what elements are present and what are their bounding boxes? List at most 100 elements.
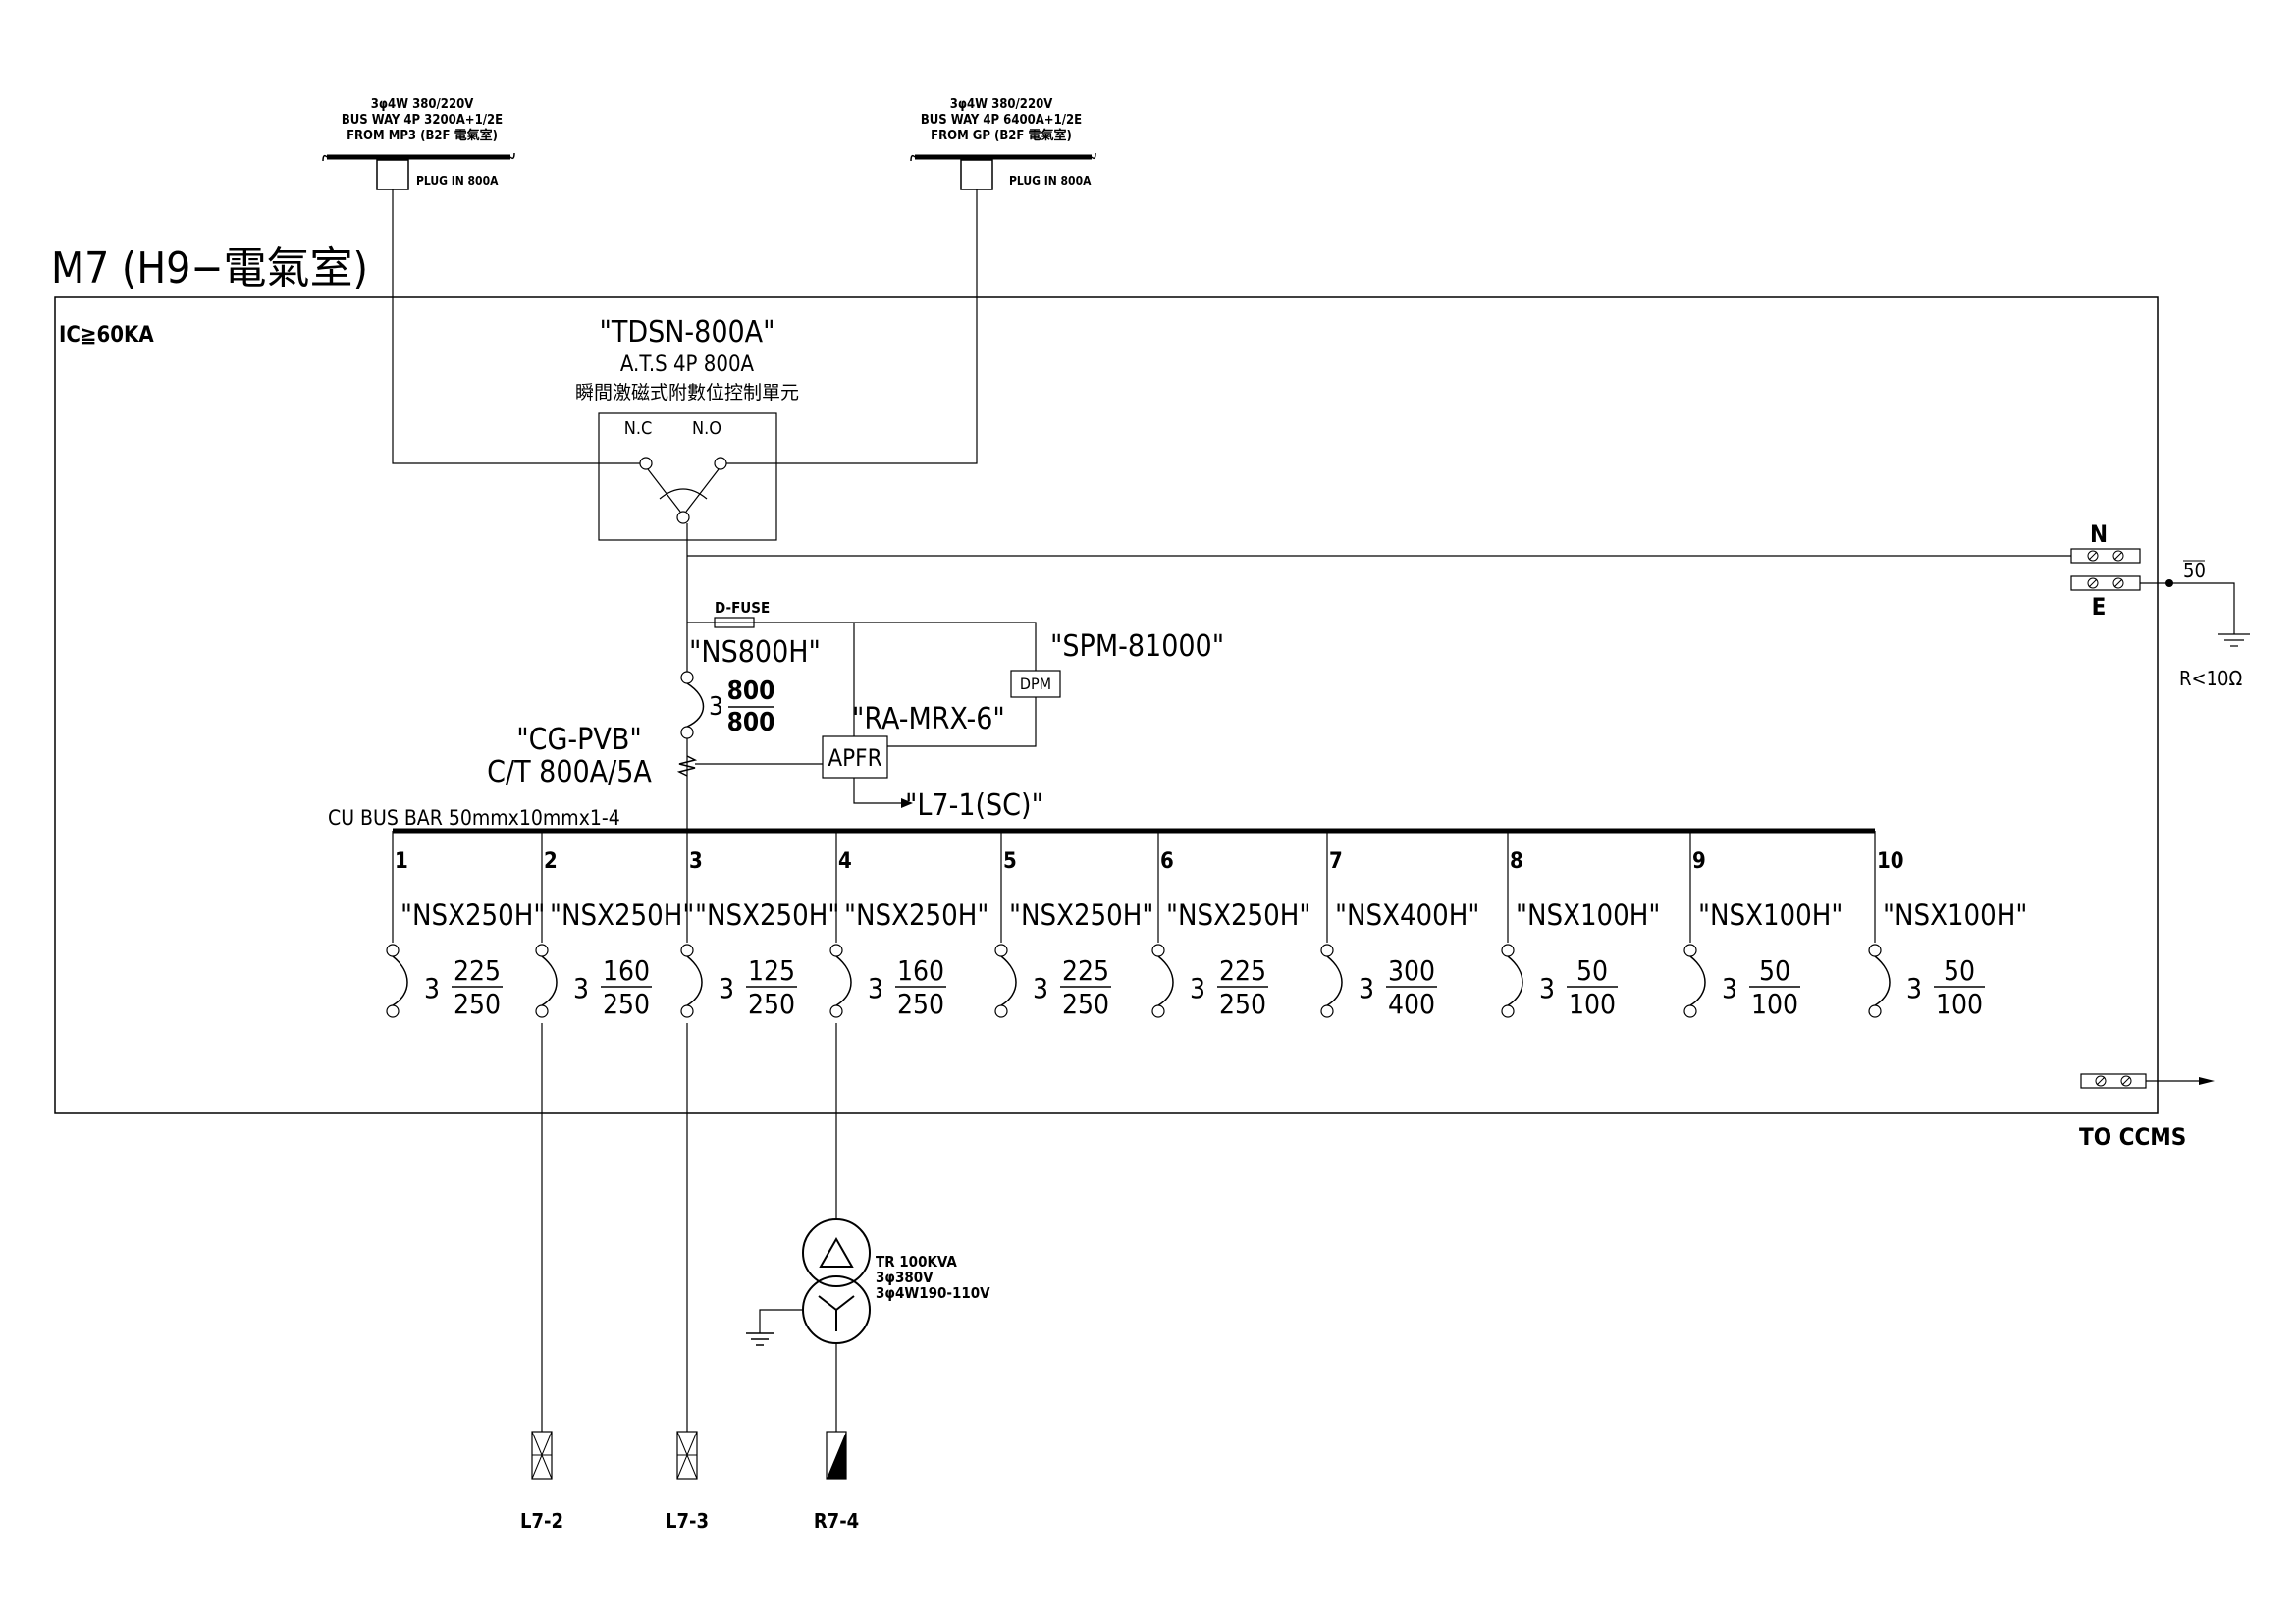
branch-6-frame: 250 [1219,988,1266,1020]
branch-10-number: 10 [1877,849,1904,874]
d-fuse-label: D-FUSE [715,599,770,617]
source-2-spec-busway: BUS WAY 4P 6400A+1/2E [921,113,1082,128]
load-label-l7-3: L7-3 [666,1509,709,1533]
branch-9-number: 9 [1692,849,1706,874]
branch-8-number: 8 [1510,849,1523,874]
branch-10-trip: 50 [1944,954,1975,987]
neutral-terminal-slash-2 [2113,551,2123,561]
ats-unit: "TDSN-800A" A.T.S 4P 800A 瞬間激磁式附數位控制單元 N… [575,315,799,541]
current-transformer-symbol [676,755,698,777]
branch-10-frame: 100 [1936,988,1983,1020]
ccms-terminal-slash-1 [2096,1076,2106,1086]
apfr-output-arrow [901,798,913,808]
branch-7-arc [1326,955,1343,1006]
branch-9-frame: 100 [1751,988,1798,1020]
apfr-controller-box [822,735,888,779]
branch-9-poles: 3 [1722,972,1737,1004]
branch-8-model: "NSX100H" [1516,898,1660,932]
interrupting-capacity: IC≧60KA [59,323,154,348]
source-2-busway-break-right [1091,152,1096,160]
neutral-terminal-slash-1 [2088,551,2098,561]
branch-5-trip: 225 [1062,954,1109,987]
branch-2-poles: 3 [573,972,589,1004]
earth-terminal-slash-1 [2088,578,2098,588]
branch-8-arc [1507,955,1523,1006]
source-1-plug-box [376,159,409,190]
earth-terminal-screw-2 [2112,577,2124,589]
branch-1-bottom-contact [386,1004,400,1018]
apfr-output-wire [853,778,901,804]
outgoing-feeders: TR 100KVA 3φ380V 3φ4W190-110V L7-2 L7-3 … [520,1023,990,1533]
branch-6-model: "NSX250H" [1166,898,1310,932]
branch-7-model: "NSX400H" [1335,898,1479,932]
source-2-spec-voltage: 3φ4W 380/220V [950,97,1053,112]
branch-4-model: "NSX250H" [844,898,988,932]
branch-5-poles: 3 [1033,972,1048,1004]
branch-breakers: 1"NSX250H"32252502"NSX250H"31602503"NSX2… [386,831,2027,1020]
ats-blade-no [685,468,720,513]
branch-7-trip: 300 [1388,954,1435,987]
transformer-secondary: 3φ4W190-110V [876,1284,990,1302]
ccms-link: TO CCMS [2079,1073,2215,1151]
branch-6-number: 6 [1160,849,1174,874]
branch-6-poles: 3 [1190,972,1205,1004]
source-1-spec-from: FROM MP3 (B2F 電氣室) [347,128,498,143]
ats-blade-nc [647,468,681,513]
branch-1-trip: 225 [454,954,501,987]
branch-7-number: 7 [1329,849,1343,874]
earth-terminal-block [2070,575,2141,591]
source-2-plug-box [960,159,993,190]
main-breaker-arc [686,682,705,728]
branch-1-top-contact [386,944,400,957]
apfr-controller-label: APFR [828,744,881,772]
branch-10-model: "NSX100H" [1883,898,2027,932]
ats-description: 瞬間激磁式附數位控制單元 [575,382,799,404]
branch-2-model: "NSX250H" [550,898,694,932]
branch-5-frame: 250 [1062,988,1109,1020]
source-1-spec-busway: BUS WAY 4P 3200A+1/2E [342,113,503,128]
branch-9-model: "NSX100H" [1698,898,1842,932]
branch-2-trip: 160 [603,954,650,987]
branch-3-frame: 250 [748,988,795,1020]
branch-4-arc [835,955,852,1006]
ccms-output-arrow [2199,1077,2215,1085]
branch-4-top-contact [829,944,843,957]
branch-9-trip: 50 [1759,954,1790,987]
source-2-spec-from: FROM GP (B2F 電氣室) [931,128,1072,143]
earth-resistance: R<10Ω [2179,667,2242,690]
ats-no-label: N.O [692,418,721,439]
ats-common-terminal [676,511,690,524]
branch-3-bottom-contact [680,1004,694,1018]
source-2-plug-label: PLUG IN 800A [1009,174,1092,188]
panel-title: M7 (H9−電氣室) [51,244,368,294]
transformer-rating: TR 100KVA [876,1253,957,1271]
branch-1-poles: 3 [424,972,440,1004]
branch-4-poles: 3 [868,972,883,1004]
branch-4-trip: 160 [897,954,944,987]
branch-5-bottom-contact [994,1004,1008,1018]
branch-5-top-contact [994,944,1008,957]
load-box-r7-4-fill [827,1432,846,1479]
branch-2-frame: 250 [603,988,650,1020]
branch-10-poles: 3 [1906,972,1922,1004]
busbar-spec: CU BUS BAR 50mmx10mmx1-4 [328,806,620,830]
neutral-terminal-block [2070,548,2141,564]
main-breaker-frame: 800 [727,708,775,737]
branch-8-top-contact [1501,944,1515,957]
branch-3-arc [686,955,703,1006]
apfr-output-target: "L7-1(SC)" [905,788,1043,823]
branch-2-arc [541,955,558,1006]
branch-7-poles: 3 [1359,972,1374,1004]
branch-6-top-contact [1151,944,1165,957]
branch-10-bottom-contact [1868,1004,1882,1018]
branch-1-arc [392,955,408,1006]
branch-3-number: 3 [689,849,703,874]
neutral-terminal-screw-2 [2112,550,2124,562]
earth-terminal-screw-1 [2087,577,2099,589]
branch-5-number: 5 [1003,849,1017,874]
main-feeder: D-FUSE DPM "SPM-81000" "NS800H" 3 800 80… [487,523,2071,831]
branch-4-frame: 250 [897,988,944,1020]
branch-8-trip: 50 [1576,954,1608,987]
main-breaker-model: "NS800H" [689,635,821,670]
